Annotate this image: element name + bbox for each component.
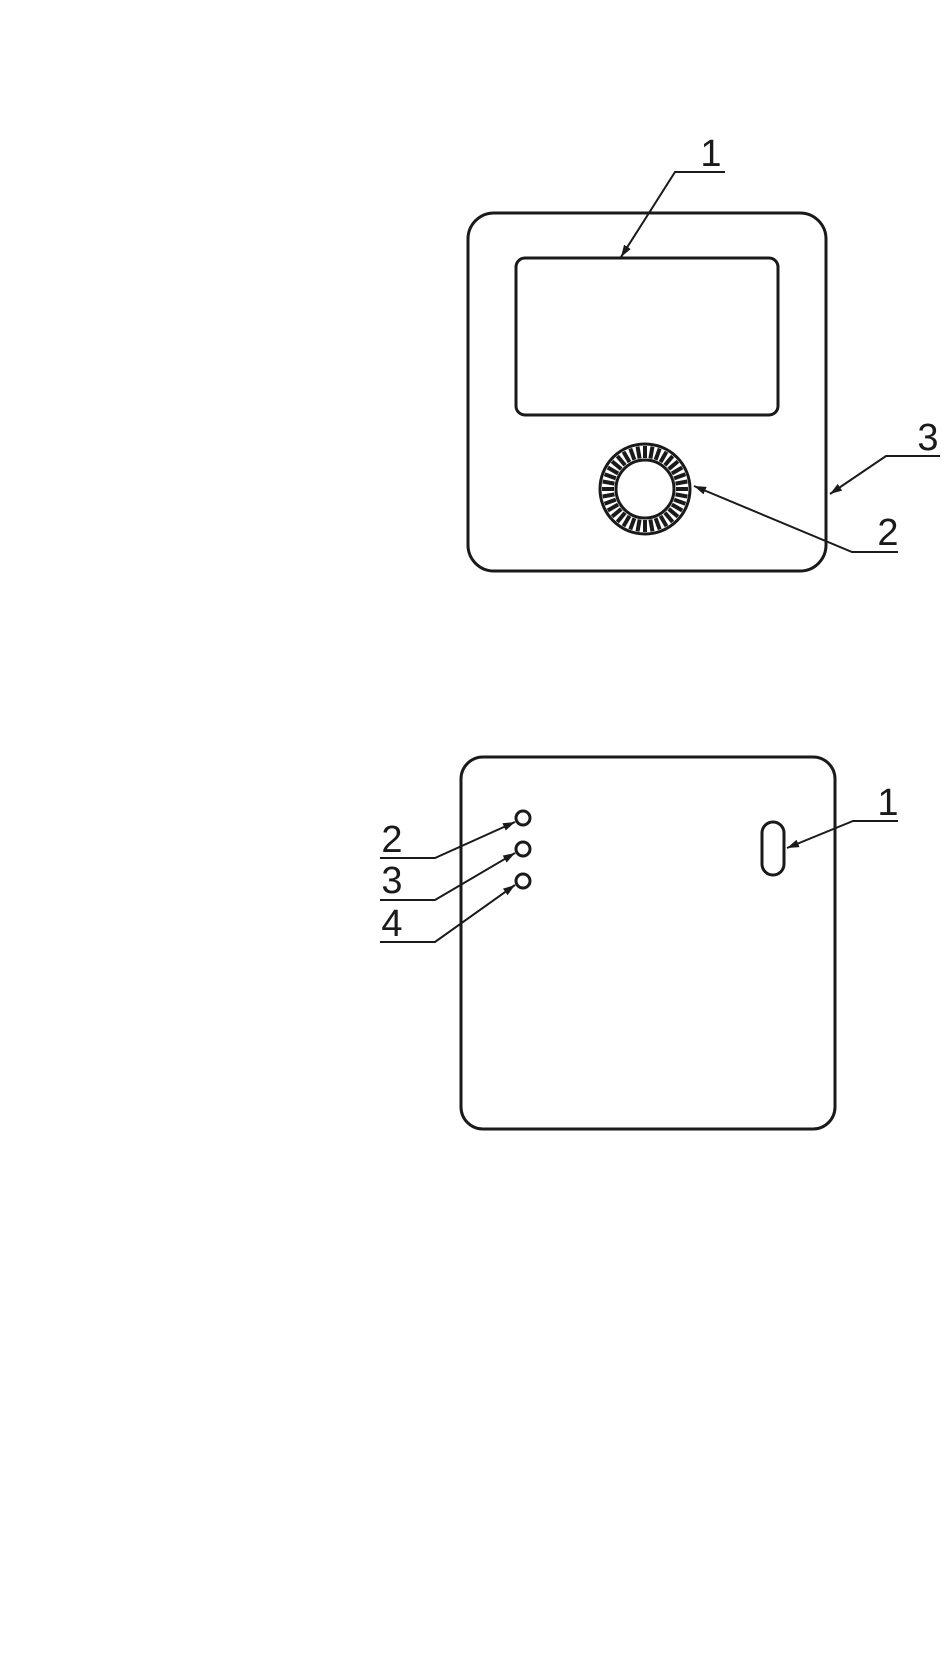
knurl-tick <box>612 509 621 517</box>
callout-display: 1 <box>621 133 725 257</box>
knurl-tick <box>650 447 652 459</box>
knurl-tick <box>676 482 688 484</box>
knurl-tick <box>605 500 616 504</box>
back-view: 1 2 3 4 <box>380 757 899 1129</box>
knurl-tick <box>661 516 667 526</box>
callout-label-knob: 2 <box>877 512 898 554</box>
front-view: 1 2 3 <box>468 133 940 571</box>
knurl-tick <box>608 468 618 474</box>
mounting-slot <box>762 822 784 875</box>
knurl-tick <box>656 449 660 460</box>
knurl-tick <box>669 509 678 517</box>
callout-hole-a: 2 <box>380 819 515 861</box>
callout-label-hole-a: 2 <box>381 819 402 861</box>
callout-knob: 2 <box>694 486 899 554</box>
knurl-tick <box>608 505 618 511</box>
callout-hole-b: 3 <box>380 853 515 902</box>
hole-a <box>516 811 530 825</box>
knurl-tick <box>674 500 685 504</box>
callout-label-hole-c: 4 <box>381 903 402 945</box>
knurl-tick <box>630 518 634 529</box>
knurl-tick <box>603 482 615 484</box>
display-window <box>516 258 778 415</box>
knurl-tick <box>603 494 615 496</box>
callout-label-housing: 3 <box>917 417 938 459</box>
knurl-tick <box>617 513 625 522</box>
callout-label-hole-b: 3 <box>381 860 402 902</box>
knurl-tick <box>656 518 660 529</box>
hole-b <box>516 842 530 856</box>
callout-housing: 3 <box>830 417 940 494</box>
knurl-tick <box>624 516 630 526</box>
knurl-tick <box>605 474 616 478</box>
knurl-tick <box>612 461 621 469</box>
knurl-tick <box>617 456 625 465</box>
knurl-tick <box>676 494 688 496</box>
knurl-tick <box>624 452 630 462</box>
callout-label-slot: 1 <box>877 782 898 824</box>
knob-inner-ring <box>616 460 674 518</box>
hole-c <box>516 874 530 888</box>
knurl-tick <box>630 449 634 460</box>
knurl-tick <box>638 520 640 532</box>
leader-slot <box>787 821 898 848</box>
knurl-tick <box>661 452 667 462</box>
knurl-tick <box>672 505 682 511</box>
leader-housing <box>830 456 940 494</box>
knurl-tick <box>665 513 673 522</box>
control-knob <box>600 444 690 534</box>
callout-label-display: 1 <box>700 133 721 175</box>
leader-knob <box>694 486 898 552</box>
knurl-tick <box>669 461 678 469</box>
knurl-tick <box>672 468 682 474</box>
callout-slot: 1 <box>787 782 899 848</box>
knurl-tick <box>638 447 640 459</box>
knurl-tick <box>650 520 652 532</box>
knurl-tick <box>674 474 685 478</box>
knurl-tick <box>665 456 673 465</box>
